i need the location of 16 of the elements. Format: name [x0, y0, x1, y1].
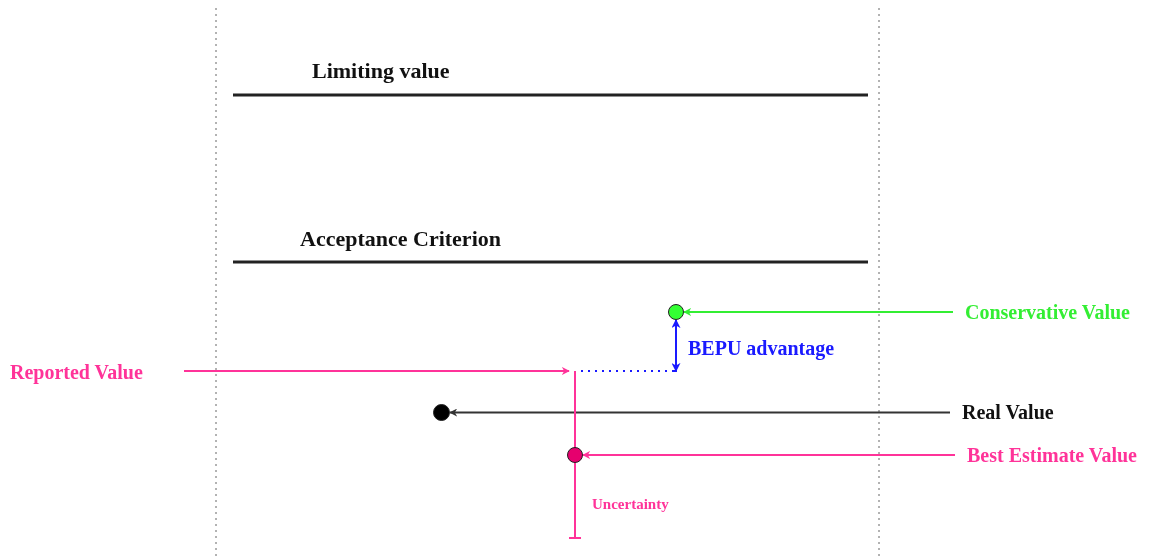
heading-text: Acceptance Criterion: [300, 226, 501, 253]
uncertainty-bar: [569, 371, 581, 539]
edge-label: BEPU advantage: [688, 336, 835, 360]
arrow: [183, 367, 570, 375]
dimension-arrow: [580, 319, 681, 372]
value-marker: [668, 304, 684, 320]
value-label: Reported Value: [10, 360, 143, 384]
annotation-text: Uncertainty: [592, 495, 669, 513]
value-label: Best Estimate Value: [967, 443, 1137, 467]
value-label: Real Value: [962, 400, 1054, 424]
arrow: [683, 308, 954, 316]
arrow: [449, 408, 951, 417]
heading-text: Limiting value: [312, 58, 450, 85]
value-marker: [433, 404, 450, 421]
value-label: Conservative Value: [965, 300, 1130, 324]
arrow: [582, 451, 956, 459]
